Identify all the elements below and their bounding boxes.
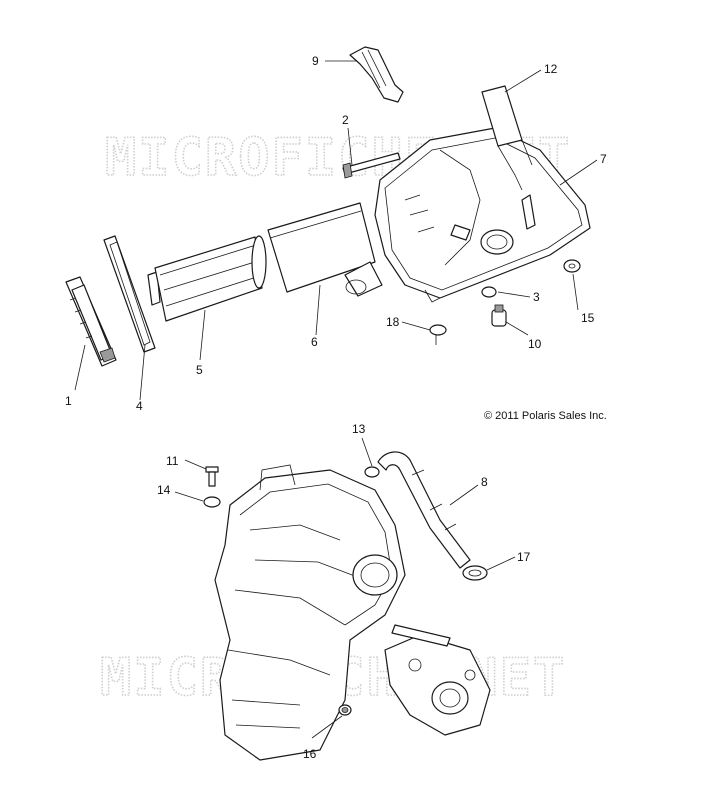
callout-7: 7 — [600, 152, 607, 166]
part-17-clamp — [462, 565, 488, 581]
part-8-breather-hose — [377, 451, 471, 569]
leader-lines — [74, 60, 598, 739]
engine-case — [214, 464, 406, 761]
callout-10: 10 — [528, 337, 542, 351]
part-6-prefilter — [267, 202, 376, 293]
callouts: 1 2 3 4 5 6 7 8 9 10 11 12 13 14 15 16 1… — [65, 54, 607, 761]
callout-13: 13 — [352, 422, 366, 436]
part-12-intake-tube — [481, 85, 533, 191]
part-2-bolt — [342, 152, 401, 179]
throttle-body — [384, 624, 491, 736]
callout-8: 8 — [481, 475, 488, 489]
part-1-airbox-cover — [65, 276, 117, 367]
part-15-grommet — [563, 259, 581, 273]
part-16-plug — [338, 704, 352, 716]
part-5-air-filter — [147, 235, 267, 322]
callout-9: 9 — [312, 54, 319, 68]
part-13-clamp — [364, 466, 380, 478]
part-11-screw — [205, 466, 219, 487]
callout-4: 4 — [136, 399, 143, 413]
callout-12: 12 — [544, 62, 558, 76]
callout-2: 2 — [342, 113, 349, 127]
part-14-washer — [203, 496, 221, 508]
callout-17: 17 — [517, 550, 531, 564]
callout-14: 14 — [157, 483, 171, 497]
part-4-gasket — [103, 235, 156, 353]
part-18-clamp — [429, 324, 447, 345]
callout-6: 6 — [311, 335, 318, 349]
callout-5: 5 — [196, 363, 203, 377]
part-7-airbox-housing — [344, 127, 591, 303]
callout-16: 16 — [303, 747, 317, 761]
callout-1: 1 — [65, 394, 72, 408]
part-10-drain-valve — [491, 304, 507, 327]
callout-15: 15 — [581, 311, 595, 325]
part-3-o-ring — [481, 286, 497, 298]
callout-18: 18 — [386, 315, 400, 329]
callout-11: 11 — [166, 454, 179, 468]
callout-3: 3 — [533, 290, 540, 304]
part-9-latch — [349, 46, 404, 103]
copyright-notice: © 2011 Polaris Sales Inc. — [484, 410, 607, 422]
